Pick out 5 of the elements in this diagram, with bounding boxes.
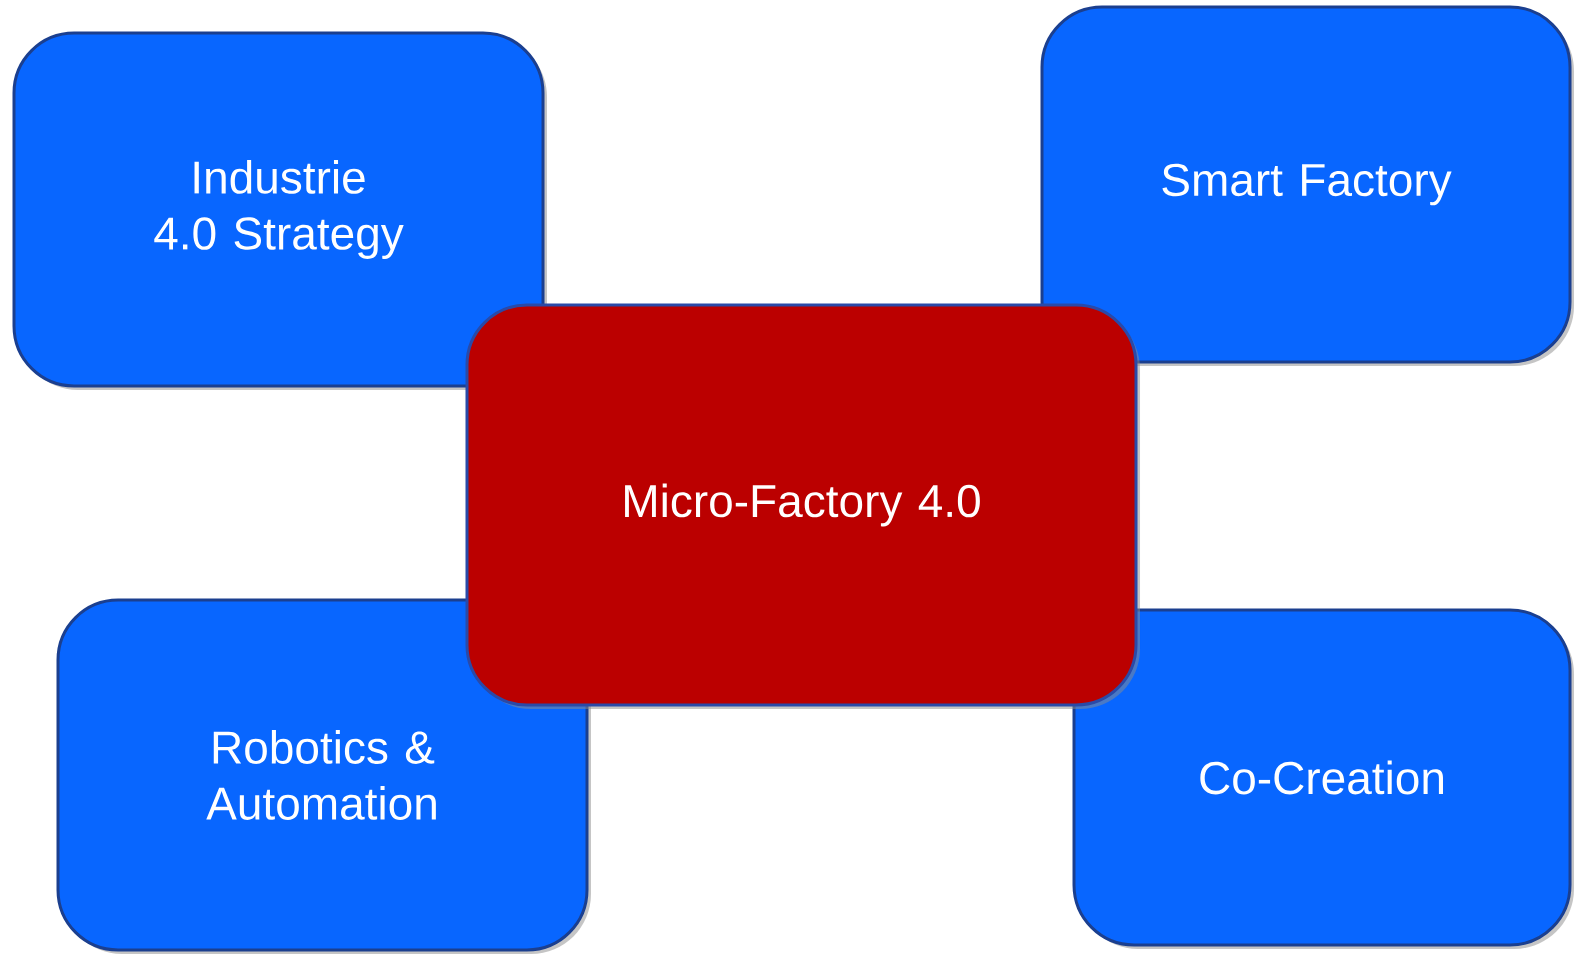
- rounded-box: Micro-Factory 4.0: [465, 303, 1140, 709]
- rounded-box: Co-Creation: [1072, 608, 1574, 949]
- rounded-box: Smart Factory: [1040, 5, 1574, 366]
- rounded-box: Industrie 4.0 Strategy: [12, 31, 547, 390]
- rounded-box: Robotics & Automation: [56, 598, 591, 954]
